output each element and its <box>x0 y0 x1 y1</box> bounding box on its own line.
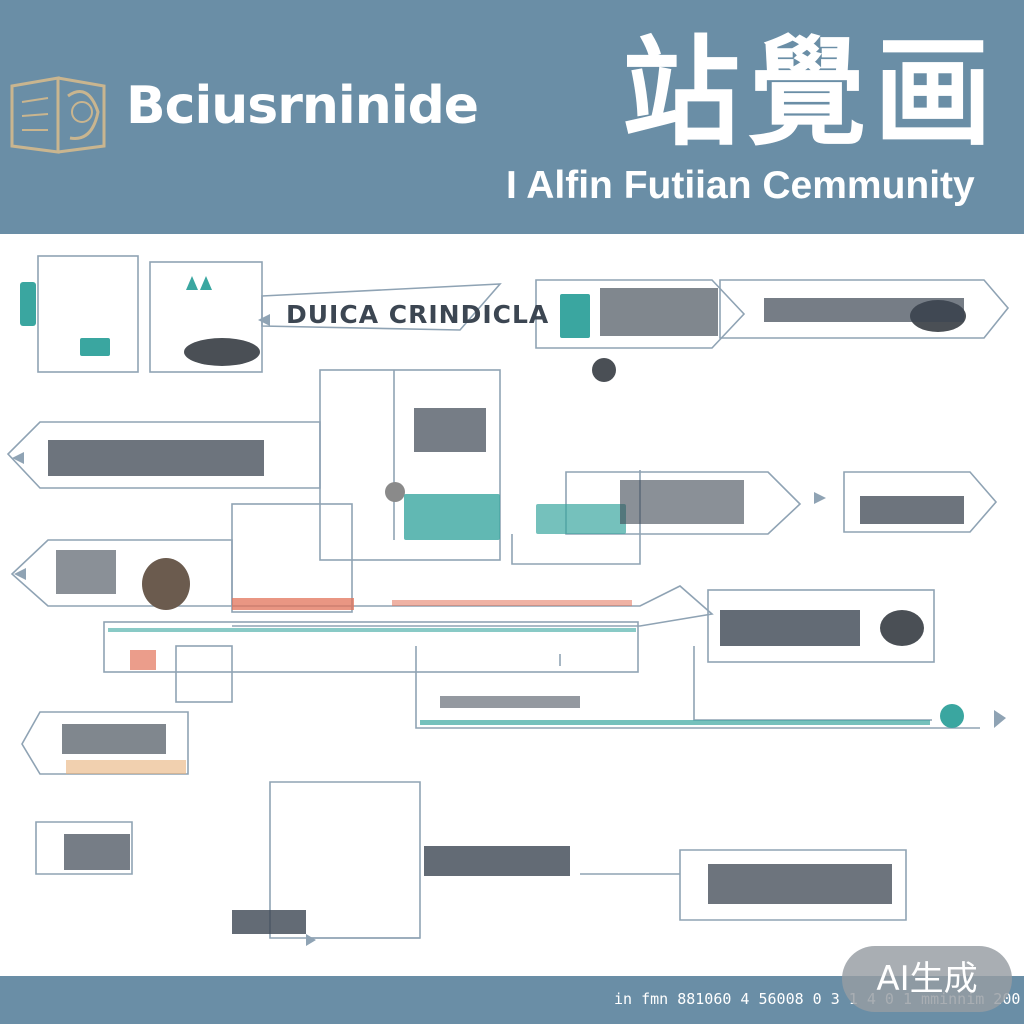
page-title: 站覺画 <box>622 24 1001 162</box>
node-dot-icon <box>592 358 616 382</box>
node-dot-icon <box>385 482 405 502</box>
text-row <box>48 440 264 476</box>
orange-chip <box>130 650 156 670</box>
node-box-13 <box>707 589 935 663</box>
node-glyph <box>536 504 626 534</box>
node-box-17 <box>679 849 907 921</box>
node-box-16 <box>35 821 133 875</box>
dot-icon <box>940 704 964 728</box>
logo-icon <box>10 76 106 154</box>
node-box-1 <box>37 255 139 373</box>
rock-icon <box>184 338 260 366</box>
arrowhead-icon <box>12 452 24 464</box>
node-arrow-3 <box>535 279 746 349</box>
ochre-bar <box>66 760 186 774</box>
orange-bar <box>232 598 354 610</box>
figure-icon <box>142 558 190 610</box>
text-row <box>860 496 964 524</box>
node-arrow-5 <box>6 421 321 489</box>
text-row <box>720 610 860 646</box>
teal-line <box>108 628 636 632</box>
node-glyph <box>404 494 500 540</box>
node-arrow-9 <box>10 539 233 607</box>
node-arrow-8 <box>843 471 998 533</box>
banner-label: DUICA CRINDICLA <box>286 300 550 329</box>
node-glyph <box>20 282 36 326</box>
flow-diagram: DUICA CRINDICLA <box>0 234 1024 976</box>
arrowhead-icon <box>994 710 1006 728</box>
text-row <box>414 408 486 452</box>
text-row <box>232 910 306 934</box>
text-row <box>708 864 892 904</box>
header-banner: Bciusrninide 站覺画 I Alfin Futiian Cemmuni… <box>0 0 1024 234</box>
node-glyph <box>80 338 110 356</box>
text-row <box>56 550 116 594</box>
arrowhead-icon <box>14 568 26 580</box>
text-row <box>64 834 130 870</box>
text-row <box>62 724 166 754</box>
text-row <box>620 480 744 524</box>
node-box-12 <box>175 645 233 703</box>
text-row <box>600 288 718 336</box>
text-row <box>424 846 570 876</box>
text-row <box>764 298 964 322</box>
animal-icon <box>880 610 924 646</box>
teal-bar <box>420 720 930 725</box>
page-subtitle: I Alfin Futiian Cemmunity <box>506 164 975 207</box>
node-box-6 <box>319 369 501 561</box>
node-box-10 <box>231 503 353 613</box>
orange-dash-bar <box>392 600 632 606</box>
arrowhead-icon <box>306 934 316 946</box>
diagram-canvas <box>6 255 1010 946</box>
node-arrow-4 <box>719 279 1010 339</box>
text-row <box>440 696 580 708</box>
node-box-11 <box>103 621 639 673</box>
banner-arrow <box>261 283 502 331</box>
arrowhead-icon <box>814 492 826 504</box>
tree-icon <box>186 276 212 290</box>
ai-generated-badge: AI生成 <box>842 946 1012 1012</box>
brand-name: Bciusrninide <box>126 76 479 136</box>
node-glyph <box>560 294 590 338</box>
arrowhead-icon <box>258 314 270 326</box>
